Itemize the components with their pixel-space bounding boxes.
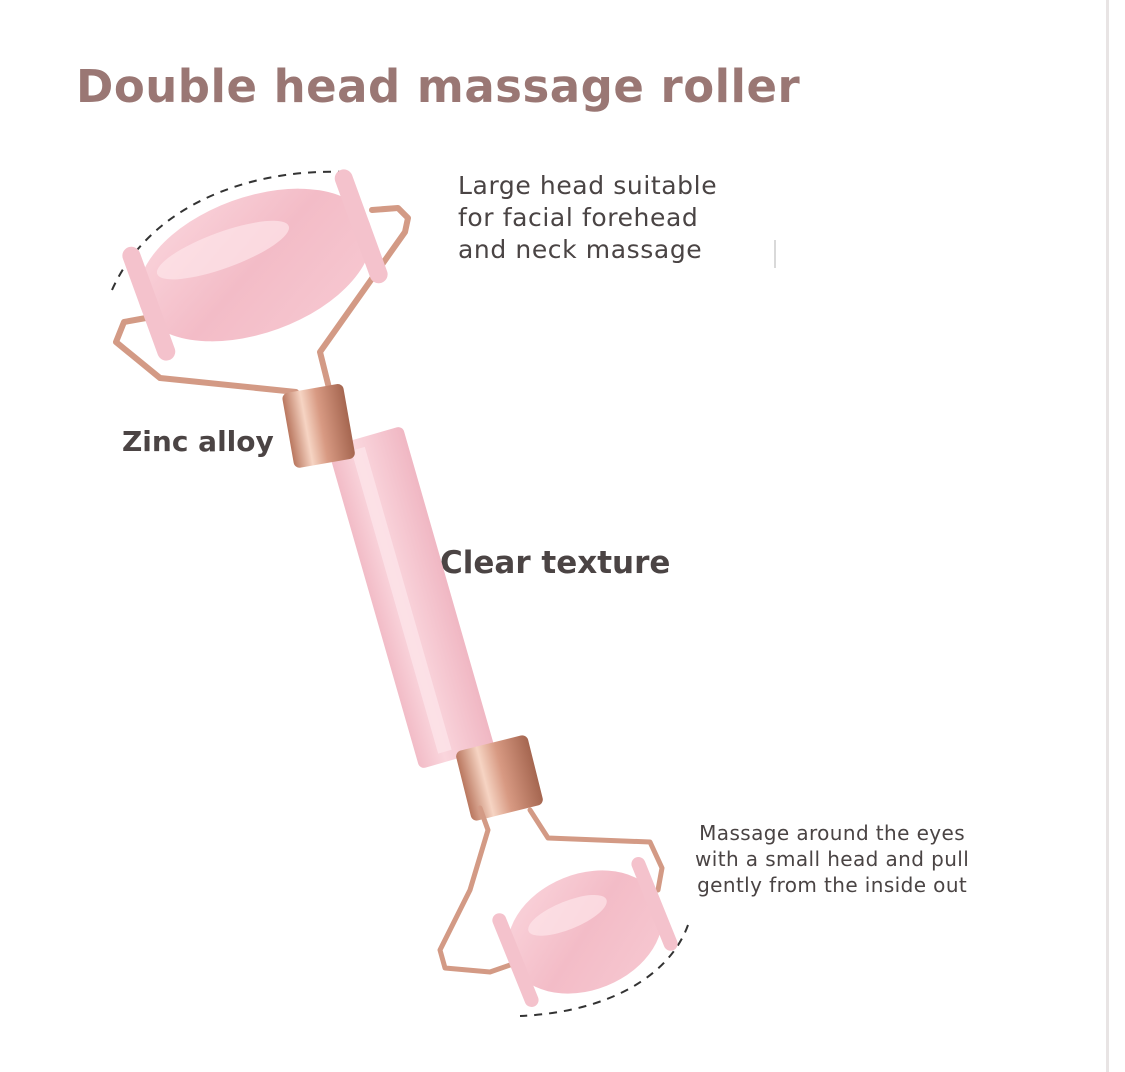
large-roller-head [122, 169, 388, 361]
small-head-line-1: Massage around the eyes [699, 821, 966, 845]
bottom-dashed-arc [519, 924, 689, 1017]
lower-wire-frame [437, 805, 665, 975]
upper-wire-frame [113, 205, 411, 395]
large-head-line-2: for facial forehead [458, 203, 699, 232]
clear-texture-caption: Clear texture [440, 545, 671, 581]
handle [328, 427, 494, 768]
small-head-line-3: gently from the inside out [697, 873, 968, 897]
zinc-alloy-caption: Zinc alloy [122, 425, 274, 458]
upper-collar [282, 384, 355, 468]
small-head-line-2: with a small head and pull [695, 847, 970, 871]
page-title: Double head massage roller [76, 60, 801, 113]
large-head-line-1: Large head suitable [458, 171, 718, 200]
large-head-line-3: and neck massage [458, 235, 703, 264]
small-roller-head [492, 857, 678, 1007]
right-edge-line [1106, 0, 1109, 1072]
small-head-caption: Massage around the eyes with a small hea… [695, 820, 969, 898]
lower-collar [456, 735, 543, 821]
large-head-caption: Large head suitable for facial forehead … [458, 170, 717, 266]
